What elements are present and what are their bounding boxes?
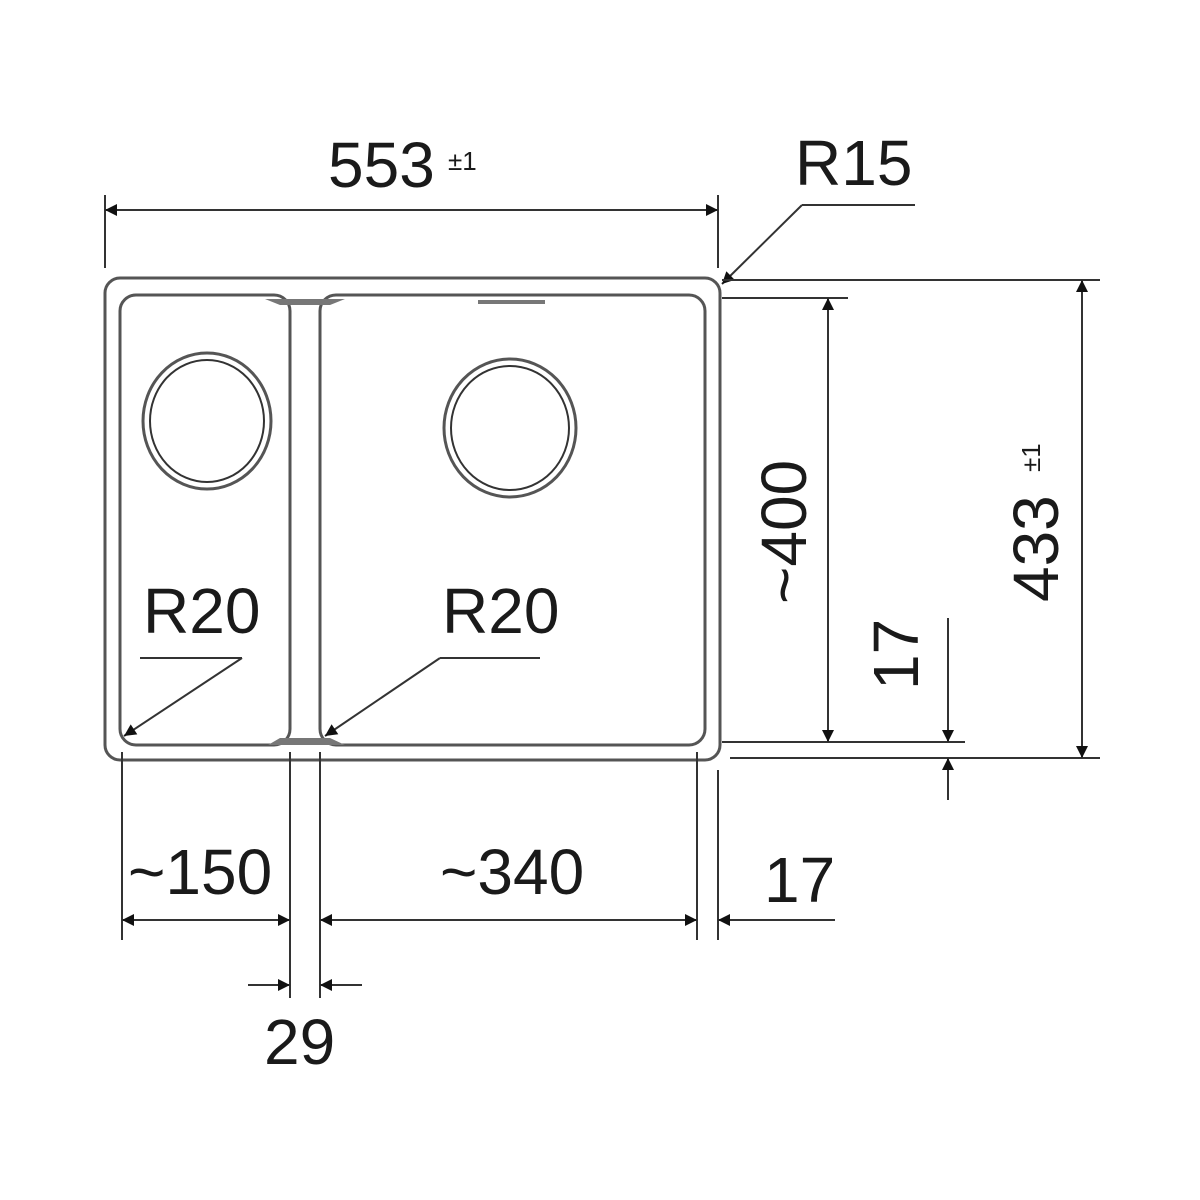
depth-400-label: ~400 xyxy=(748,460,820,604)
r20-large-label: R20 xyxy=(442,575,559,647)
rim-back-label: 17 xyxy=(860,619,932,690)
small-bowl xyxy=(118,293,292,747)
small-drain xyxy=(141,351,273,491)
depth-tolerance: ±1 xyxy=(1016,443,1046,472)
depth-433-label: 433 xyxy=(1000,495,1072,602)
bowl-depth-dimension: ~400 xyxy=(722,297,965,743)
rim-side-label: 17 xyxy=(764,844,835,916)
divider-width-label: 29 xyxy=(264,1006,335,1078)
large-bowl-width-label: ~340 xyxy=(440,836,584,908)
outer-rim xyxy=(103,276,722,762)
large-bowl-radius-callout: R20 xyxy=(324,575,559,737)
overall-depth-dimension: 433 ±1 xyxy=(722,279,1100,759)
overall-width-dimension: 553 ±1 xyxy=(104,129,719,268)
small-bowl-radius-callout: R20 xyxy=(123,575,260,737)
sink-outline xyxy=(103,276,722,762)
r20-small-label: R20 xyxy=(143,575,260,647)
rim-back-dimension: 17 xyxy=(860,618,954,800)
r15-label: R15 xyxy=(795,127,912,199)
small-bowl-width-label: ~150 xyxy=(128,836,272,908)
width-label: 553 xyxy=(328,129,435,201)
bottom-dimensions: ~150 ~340 17 29 xyxy=(121,752,835,1078)
width-tolerance: ±1 xyxy=(448,146,477,176)
outer-radius-callout: R15 xyxy=(721,127,915,285)
large-bowl xyxy=(318,293,707,747)
large-drain xyxy=(442,357,578,499)
divider-bottom-marker xyxy=(268,738,345,745)
divider-top-marker xyxy=(265,299,345,305)
